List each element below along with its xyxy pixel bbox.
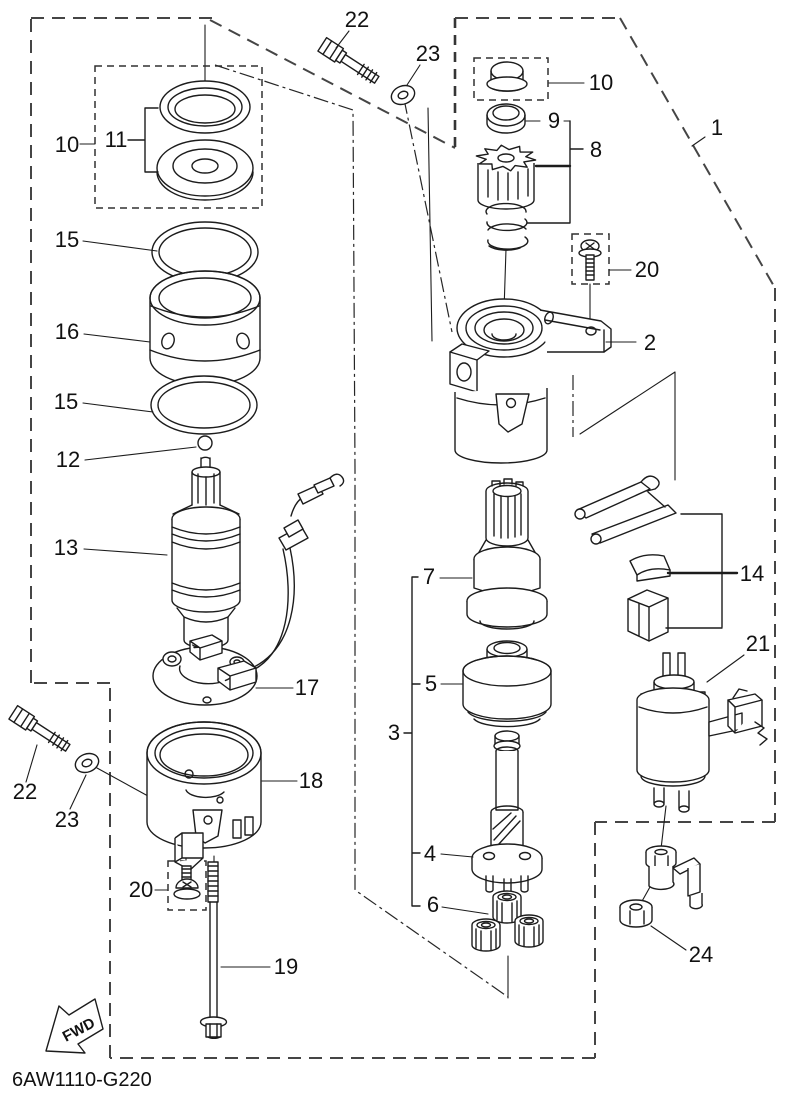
callout-1: 1 <box>711 115 723 140</box>
washer-icon-bottom-left <box>74 752 100 774</box>
callout-11: 11 <box>105 127 128 152</box>
callout-8: 8 <box>590 137 602 162</box>
callout-labels: 22 23 10 9 8 1 20 2 10 11 15 16 15 12 13… <box>13 7 770 979</box>
part-brush <box>629 554 671 582</box>
part-terminal-set <box>619 845 703 928</box>
bolt-icon-bottom-left <box>8 704 71 752</box>
cap-box <box>473 57 549 101</box>
callout-14: 14 <box>740 561 764 586</box>
brush-lead-wire <box>245 473 345 674</box>
callout-2: 2 <box>644 330 656 355</box>
callout-16: 16 <box>55 319 79 344</box>
part-yoke-cylinder <box>149 270 261 386</box>
part-rollers <box>471 890 544 952</box>
part-o-ring-upper <box>151 221 259 283</box>
part-armature <box>171 456 241 666</box>
part-clutch <box>466 478 548 630</box>
alignment-centerlines <box>214 64 574 998</box>
callout-20-right: 20 <box>635 257 659 282</box>
part-o-ring-lower <box>150 375 258 435</box>
drawing-code: 6AW1110-G220 <box>12 1069 152 1091</box>
callout-5: 5 <box>425 671 437 696</box>
callout-24: 24 <box>689 942 713 967</box>
part-pinion-spring <box>485 202 529 251</box>
part-spacer-drum <box>462 640 552 728</box>
assembly-boundary <box>30 17 776 1059</box>
seal-kit-box <box>94 65 263 209</box>
part-brush-holder <box>152 634 258 706</box>
part-brush-spring-clip <box>574 475 677 545</box>
callout-3: 3 <box>388 720 400 745</box>
callout-22-top: 22 <box>345 7 369 32</box>
callout-9: 9 <box>548 108 560 133</box>
callout-15-lower: 15 <box>54 389 78 414</box>
part-brush-block <box>627 589 669 642</box>
callout-23-bottom: 23 <box>55 807 79 832</box>
leader-lines <box>25 30 745 968</box>
callout-22-bottom: 22 <box>13 779 37 804</box>
part-relay-solenoid <box>636 652 768 813</box>
callout-10-left: 10 <box>55 132 79 157</box>
callout-13: 13 <box>54 535 78 560</box>
callout-17: 17 <box>295 675 319 700</box>
part-drive-shaft <box>471 730 543 896</box>
screw-icon-left <box>173 865 201 900</box>
callout-12: 12 <box>56 447 80 472</box>
callout-4: 4 <box>424 841 436 866</box>
screw-icon-right <box>578 239 602 281</box>
part-front-bracket <box>449 298 612 464</box>
part-seal-ring <box>159 80 251 134</box>
callout-21: 21 <box>746 631 770 656</box>
bolt-icon-top <box>317 36 380 84</box>
washer-icon-top <box>390 84 416 106</box>
callout-23-top: 23 <box>416 41 440 66</box>
callout-18: 18 <box>299 768 323 793</box>
callout-20-left: 20 <box>129 877 153 902</box>
part-ball <box>197 435 213 451</box>
part-bushing <box>486 103 526 134</box>
callout-7: 7 <box>423 564 435 589</box>
callout-6: 6 <box>427 892 439 917</box>
callout-19: 19 <box>274 954 298 979</box>
part-end-cap <box>146 721 262 871</box>
part-pinion-gear <box>475 144 537 210</box>
through-bolt <box>199 861 228 1040</box>
part-oil-seal <box>156 139 254 201</box>
callout-10-right: 10 <box>589 70 613 95</box>
fwd-arrow: FWD <box>45 998 104 1054</box>
callout-15-upper: 15 <box>55 227 79 252</box>
part-cap <box>486 61 528 92</box>
screw-box-right <box>571 233 610 285</box>
